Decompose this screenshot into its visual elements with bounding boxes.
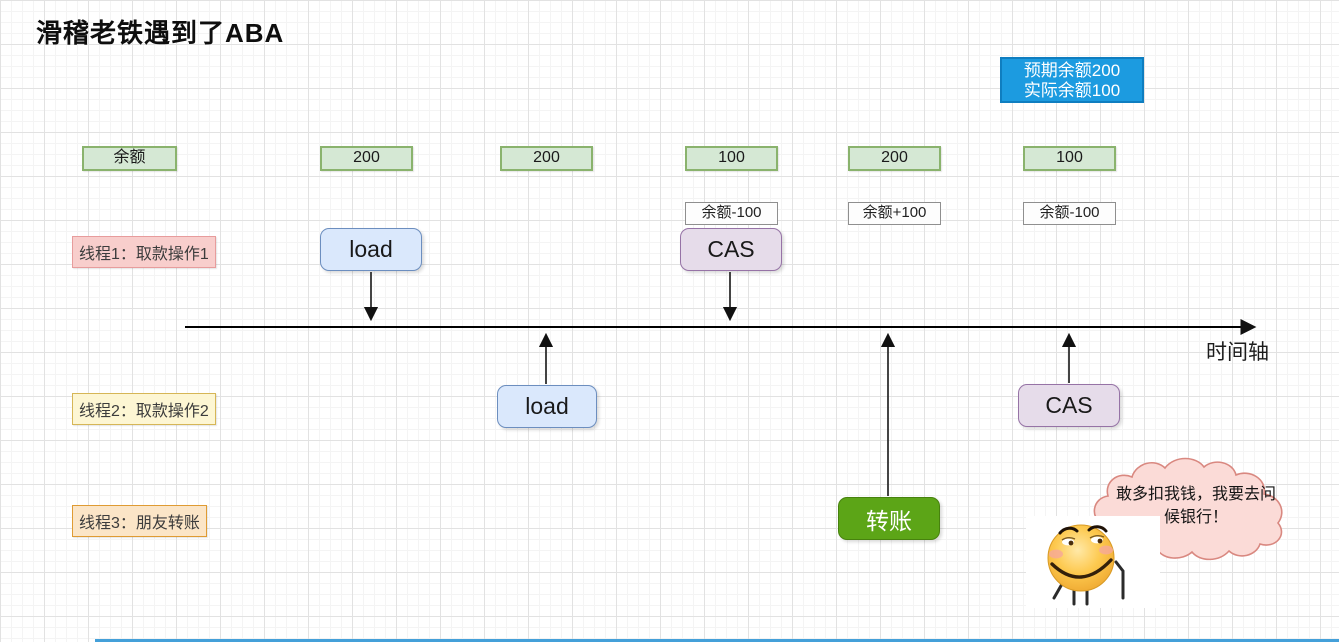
balance-value-box-4[interactable]: 200 [848,146,941,171]
smiley-eyes [1061,535,1105,546]
thread2-load-node[interactable]: load [497,385,597,428]
balance-value-box-2[interactable]: 200 [500,146,593,171]
stick-body [1052,560,1125,606]
op-label-minus-2[interactable]: 余额-100 [1023,202,1116,225]
huaji-smiley-image[interactable] [1026,516,1160,608]
balance-note-box[interactable]: 预期余额200 实际余额100 [1000,57,1144,103]
time-axis-label[interactable]: 时间轴 [1206,341,1269,364]
thread2-cas-node[interactable]: CAS [1018,384,1120,427]
balance-value-box-5[interactable]: 100 [1023,146,1116,171]
thread1-label[interactable]: 线程1：取款操作1 [72,236,216,268]
balance-value-box-1[interactable]: 200 [320,146,413,171]
smiley-eyebrows [1058,525,1108,535]
smiley-blush [1049,545,1113,559]
actual-balance-text: 实际余额100 [1023,81,1121,100]
thread1-load-node[interactable]: load [320,228,422,271]
expected-balance-text: 预期余额200 [1023,61,1121,80]
balance-header-box[interactable]: 余额 [82,146,177,171]
speech-cloud-text: 敢多扣我钱，我要去问 候银行！ [1108,483,1284,529]
thread1-cas-node[interactable]: CAS [680,228,782,271]
thread3-transfer-node[interactable]: 转账 [838,497,940,540]
thread2-label[interactable]: 线程2：取款操作2 [72,393,216,425]
op-label-minus-1[interactable]: 余额-100 [685,202,778,225]
diagram-title[interactable]: 滑稽老铁遇到了ABA [36,18,285,48]
canvas-bottom-edge [95,639,1339,642]
thread3-label[interactable]: 线程3：朋友转账 [72,505,207,537]
speech-line-2: 候银行！ [1163,509,1228,526]
huaji-smiley-icon [1026,516,1160,608]
op-label-plus[interactable]: 余额+100 [848,202,941,225]
speech-line-1: 敢多扣我钱，我要去问 [1115,486,1276,503]
smiley-smirk [1050,558,1113,579]
balance-value-box-3[interactable]: 100 [685,146,778,171]
